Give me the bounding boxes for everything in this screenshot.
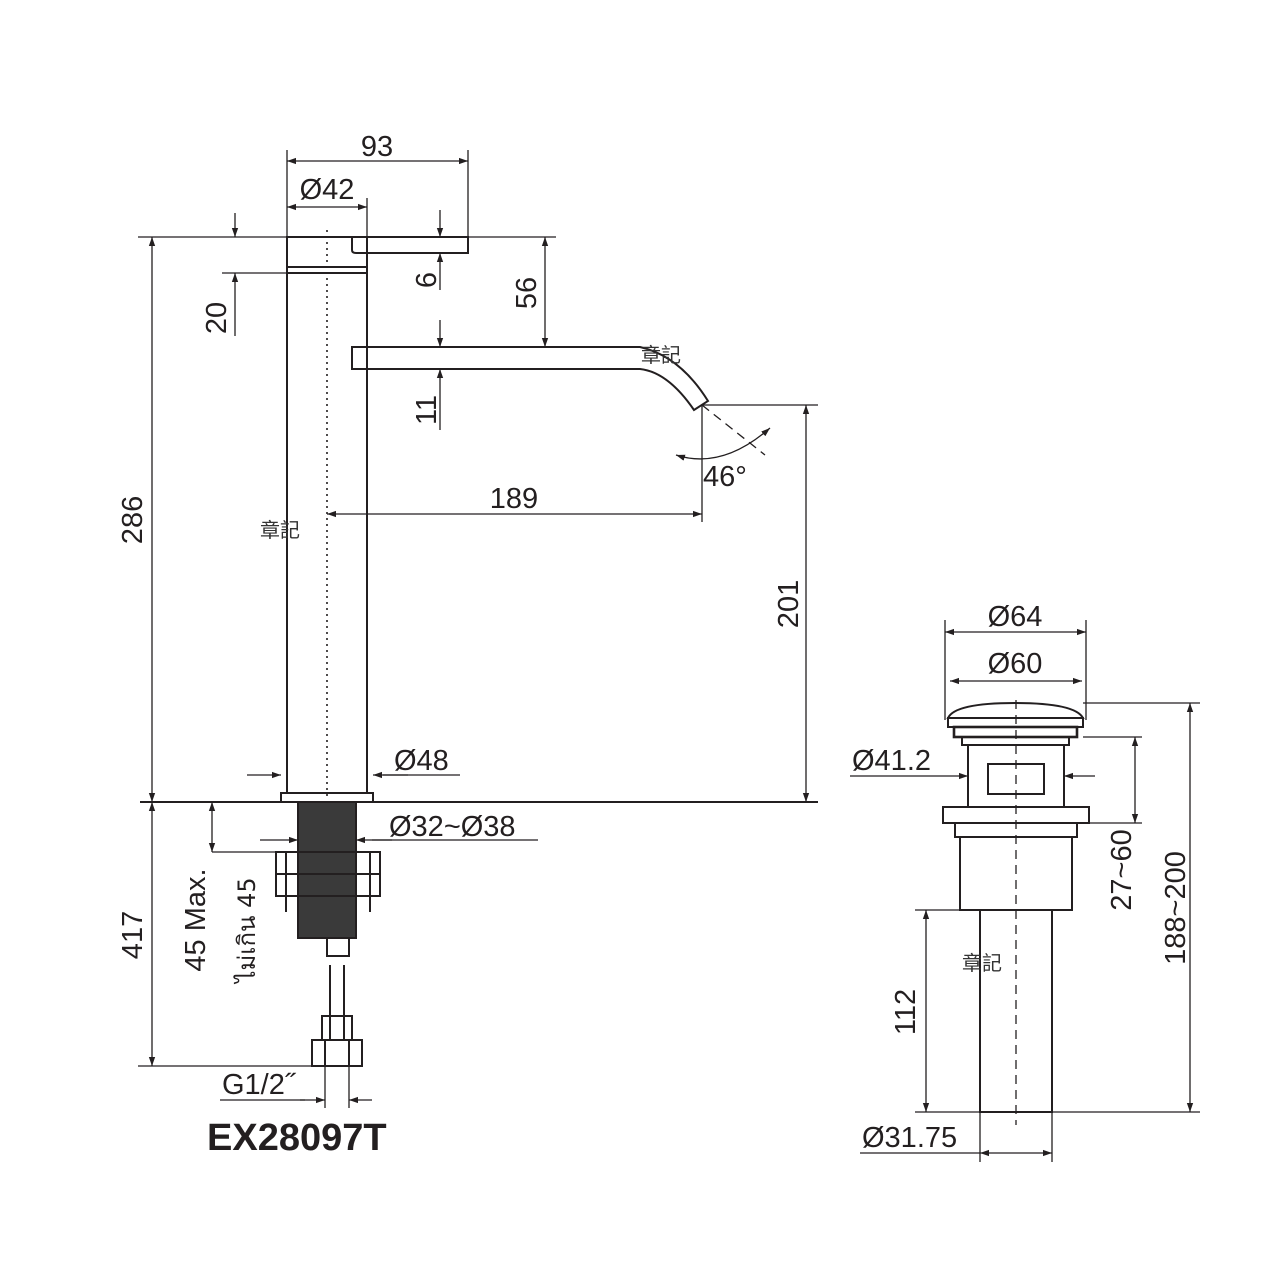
faucet-spout [351,346,710,412]
dim-cap-outer: Ø64 [988,601,1043,633]
dim-hole-diameter: Ø32~Ø38 [389,811,516,843]
faucet-dimensions: 93 Ø42 286 20 6 56 11 46° 189 [117,131,818,1159]
dim-tail-length: 112 [890,989,922,1035]
dim-base-diameter: Ø48 [394,745,449,777]
model-number: EX28097T [207,1117,387,1159]
dim-cap-inner: Ø60 [988,648,1043,680]
dim-spout-drop: 56 [511,277,543,309]
drain-dimensions: Ø64 Ø60 Ø41.2 27~60 188~200 112 Ø31.75 [850,601,1200,1162]
dim-thread-size: G1/2˝ [222,1069,297,1101]
faucet-shank [297,801,357,939]
watermark-1: 章記 [641,343,681,367]
dim-max-deck-thai: ไม่เกิน 45 [233,877,261,984]
dim-spout-thickness: 11 [411,395,443,425]
faucet-lever [351,236,469,254]
dim-spout-reach: 189 [490,483,538,515]
faucet-drawing [140,230,818,1067]
drain-drawing [942,700,1090,1125]
dim-max-deck: 45 Max. [180,868,212,971]
dim-tail-diameter: Ø31.75 [862,1122,957,1154]
faucet-hose-nut [311,1039,363,1067]
dim-drain-body-diameter: Ø41.2 [852,745,931,777]
dim-spout-height: 201 [773,580,805,628]
dim-width-93: 93 [361,131,393,163]
dim-hose-length: 417 [117,911,149,959]
watermark-3: 章記 [962,951,1002,975]
dim-handle-height: 20 [201,302,233,334]
dim-spout-angle: 46° [703,461,747,493]
watermark-2: 章記 [260,518,300,542]
dim-clamp-range: 27~60 [1106,829,1138,910]
dim-drain-total-length: 188~200 [1160,851,1192,965]
drain-cap [946,701,1085,719]
dim-body-diameter: Ø42 [300,174,355,206]
dim-lever-thickness: 6 [411,272,443,288]
dim-total-height: 286 [117,496,149,544]
